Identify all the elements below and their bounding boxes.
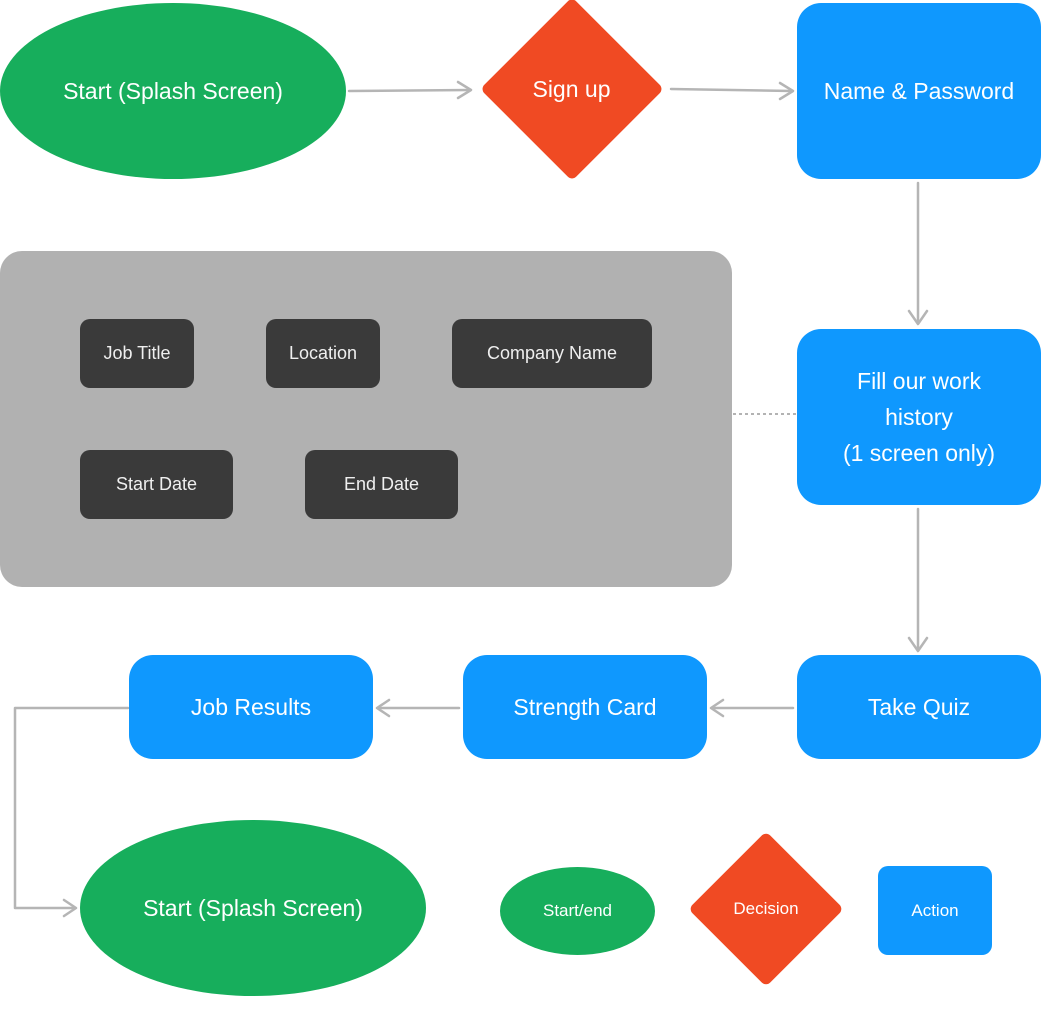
field-start-date-label: Start Date bbox=[115, 474, 198, 494]
arrowhead-history-to-quiz bbox=[907, 636, 929, 653]
start-splash-label-bottom: Start (Splash Screen) bbox=[143, 894, 363, 921]
work-history-label-line2: history bbox=[885, 404, 953, 430]
field-company-name[interactable]: Company Name bbox=[452, 319, 652, 388]
work-history-label-line3: (1 screen only) bbox=[842, 440, 996, 466]
legend-start-end-label: Start/end bbox=[543, 901, 612, 920]
start-splash-node-bottom[interactable]: Start (Splash Screen) bbox=[80, 820, 426, 996]
field-company-name-label: Company Name bbox=[486, 343, 618, 363]
sign-up-label: Sign up bbox=[532, 75, 611, 102]
arrowhead-name-to-history bbox=[907, 309, 929, 326]
work-history-label-line1: Fill our work bbox=[857, 368, 981, 394]
legend-decision: Decision bbox=[683, 830, 849, 987]
job-results-node[interactable]: Job Results bbox=[129, 655, 373, 759]
field-job-title[interactable]: Job Title bbox=[80, 319, 194, 388]
legend-decision-label: Decision bbox=[733, 898, 799, 918]
strength-card-label: Strength Card bbox=[513, 693, 657, 720]
field-location-label: Location bbox=[288, 343, 358, 363]
arrowhead-results-to-start bbox=[62, 898, 78, 918]
legend-action: Action bbox=[878, 866, 992, 955]
field-start-date[interactable]: Start Date bbox=[80, 450, 233, 519]
start-splash-label-top: Start (Splash Screen) bbox=[63, 77, 283, 104]
name-password-label: Name & Password bbox=[823, 77, 1015, 104]
arrowhead-start-to-signup bbox=[456, 80, 473, 100]
work-history-node[interactable]: Fill our work history (1 screen only) bbox=[797, 329, 1041, 505]
legend-action-label: Action bbox=[911, 900, 959, 920]
legend-start-end: Start/end bbox=[500, 867, 655, 955]
start-splash-node-top[interactable]: Start (Splash Screen) bbox=[0, 3, 346, 179]
arrowhead-strength-to-results bbox=[375, 698, 391, 718]
arrow-results-to-start bbox=[13, 706, 130, 910]
field-job-title-label: Job Title bbox=[103, 343, 171, 363]
field-location[interactable]: Location bbox=[266, 319, 380, 388]
sign-up-decision[interactable]: Sign up bbox=[475, 0, 668, 181]
take-quiz-label: Take Quiz bbox=[867, 693, 971, 720]
arrowhead-signup-to-name bbox=[778, 81, 795, 101]
name-password-node[interactable]: Name & Password bbox=[797, 3, 1041, 179]
field-end-date[interactable]: End Date bbox=[305, 450, 458, 519]
arrow-start-to-signup bbox=[347, 88, 472, 93]
arrow-signup-to-name bbox=[669, 87, 794, 93]
field-end-date-label: End Date bbox=[343, 474, 420, 494]
take-quiz-node[interactable]: Take Quiz bbox=[797, 655, 1041, 759]
work-history-fields-panel bbox=[0, 251, 732, 587]
job-results-label: Job Results bbox=[190, 693, 312, 720]
arrowhead-quiz-to-strength bbox=[709, 698, 725, 718]
strength-card-node[interactable]: Strength Card bbox=[463, 655, 707, 759]
